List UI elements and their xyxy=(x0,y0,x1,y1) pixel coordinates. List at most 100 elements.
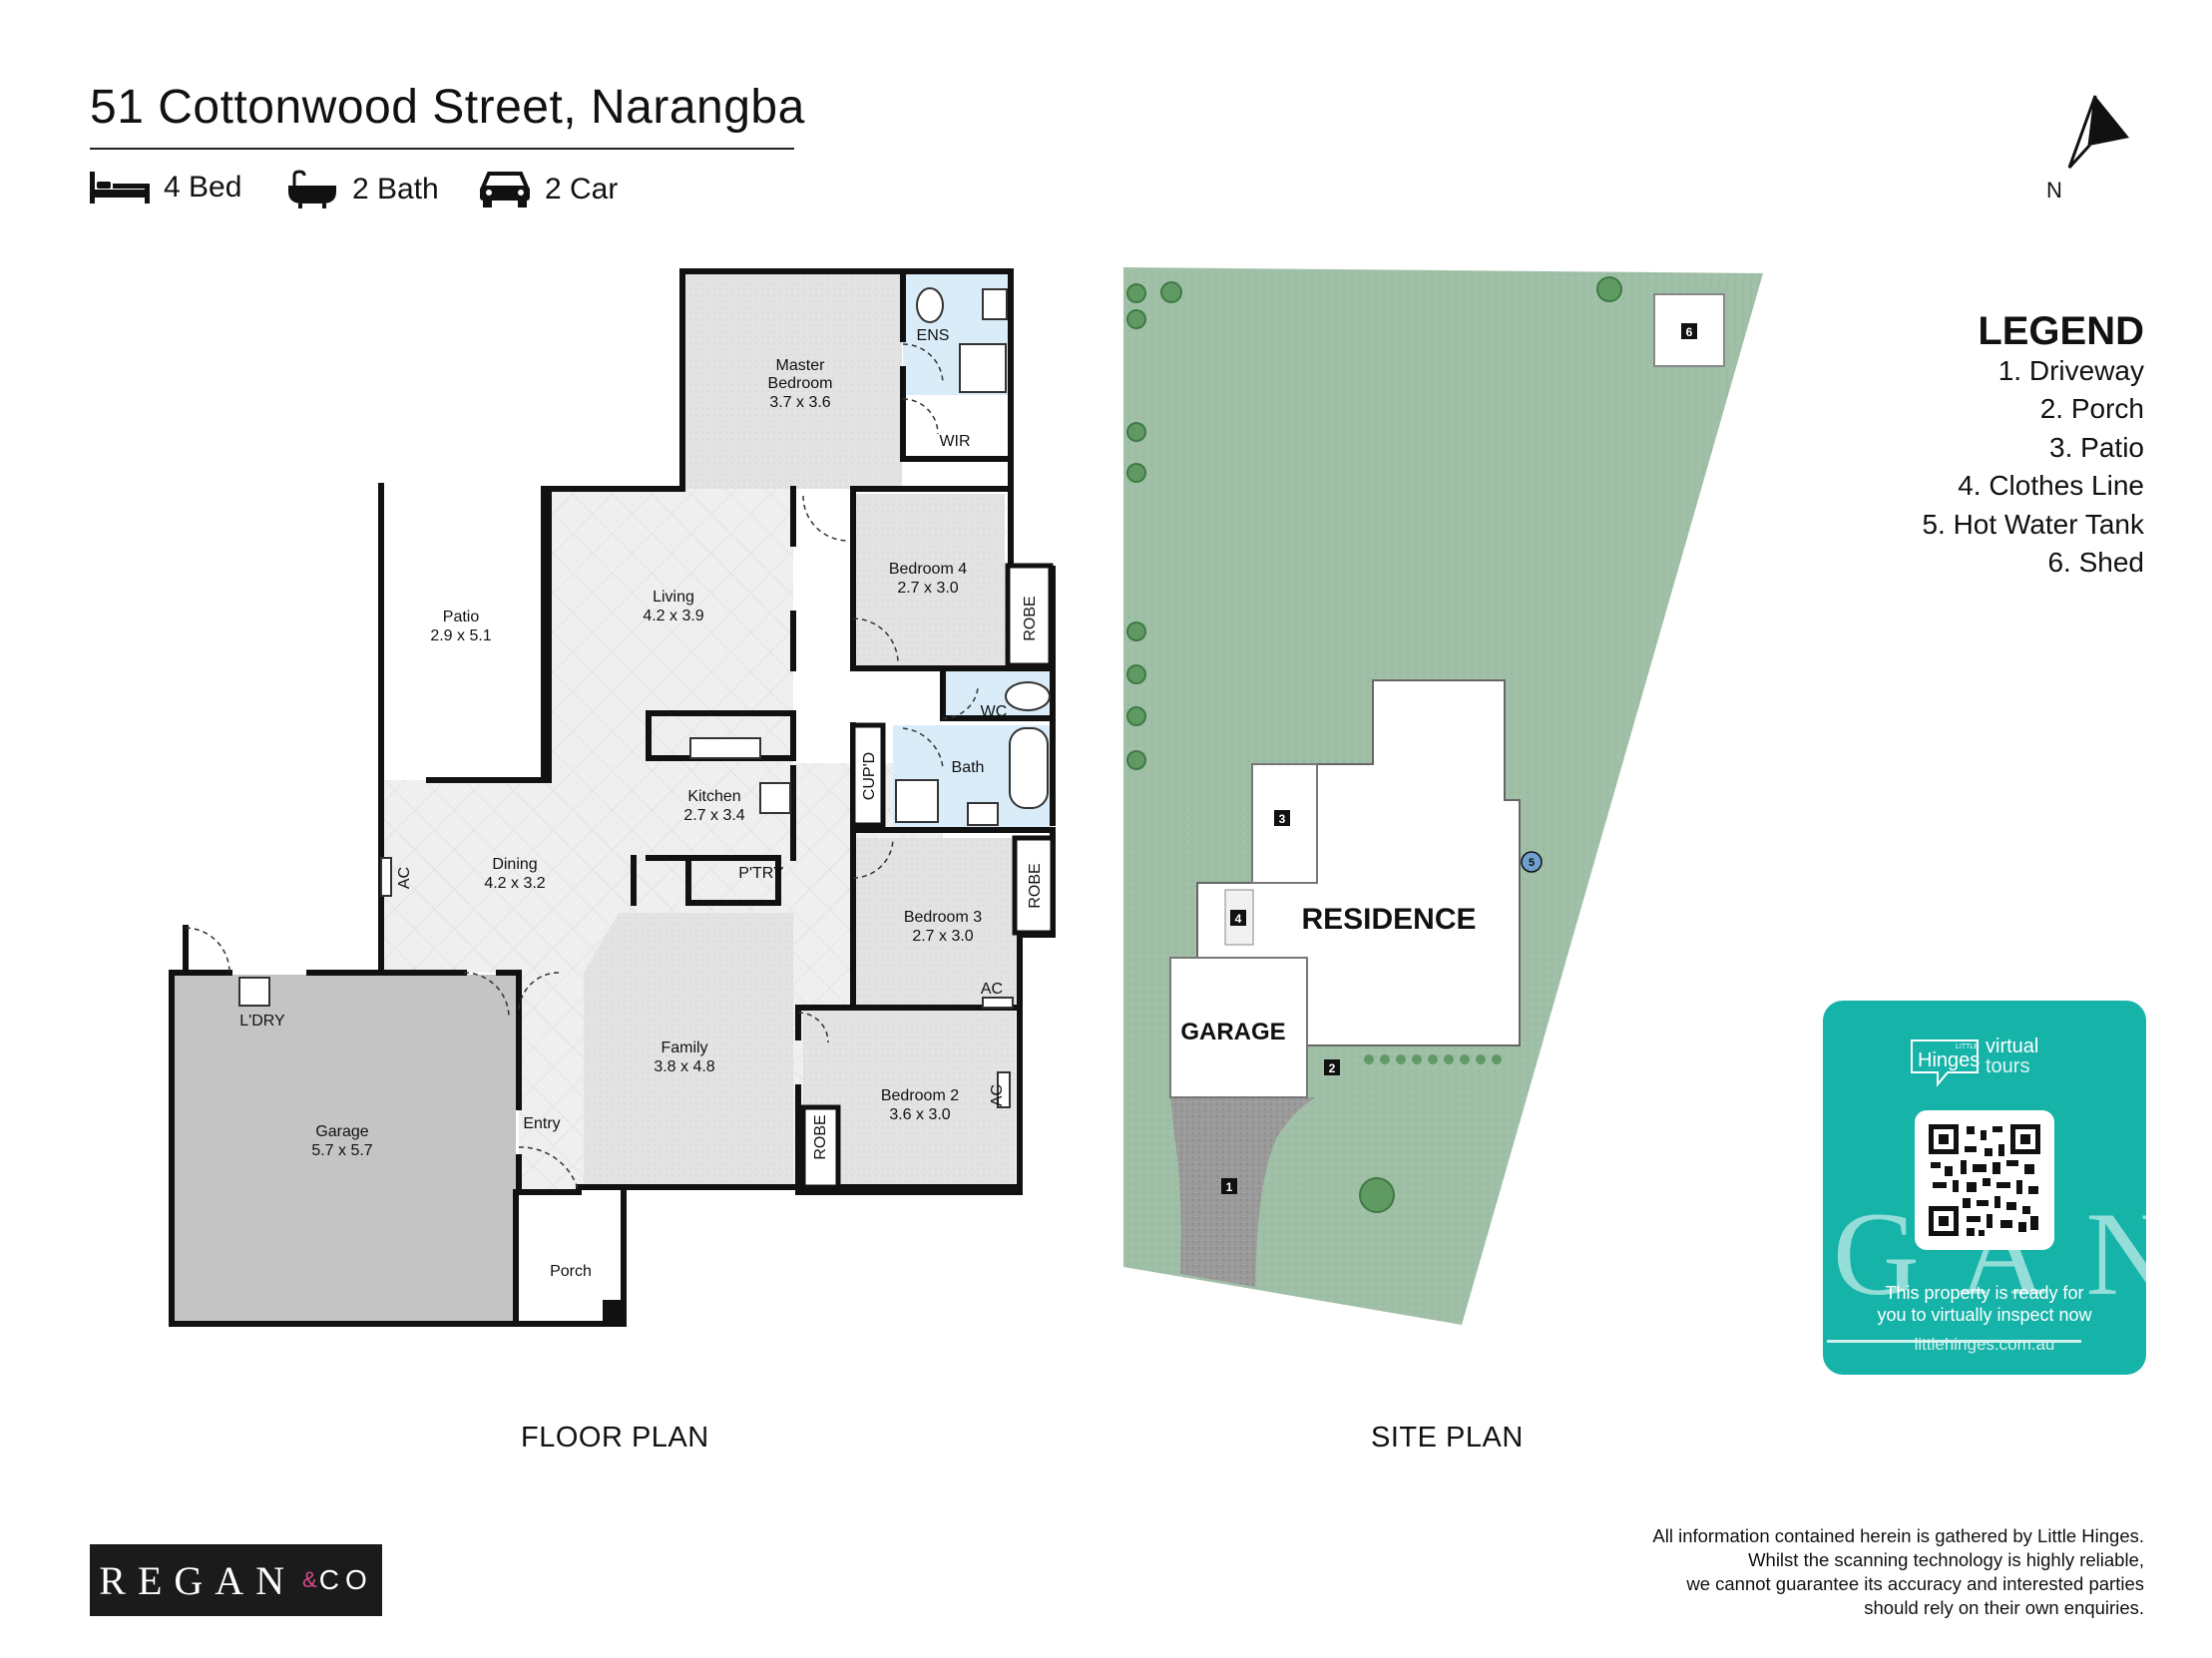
site-residence-label: RESIDENCE xyxy=(1301,903,1476,936)
site-marker-2: 2 xyxy=(1329,1061,1336,1075)
site-marker-6: 6 xyxy=(1686,325,1693,339)
virtual-tour-message: This property is ready for you to virtua… xyxy=(1823,1282,2146,1326)
site-hedge xyxy=(1364,1054,1502,1064)
site-trees xyxy=(1126,276,1622,1213)
floor-master-bedroom xyxy=(685,273,902,489)
label-master-name2: Bedroom xyxy=(768,375,833,392)
car-icon xyxy=(479,170,531,209)
label-robe-bed3: ROBE xyxy=(1027,863,1044,908)
legend-item-shed: 6. Shed xyxy=(2047,547,2144,578)
little-hinges-logo: LITTLE Hinges virtual tours xyxy=(1908,1031,2077,1090)
robe-bedroom2 xyxy=(800,1104,841,1190)
feature-car: 2 Car xyxy=(479,170,618,209)
vt-brand-small: LITTLE xyxy=(1956,1043,1979,1050)
site-marker-5: 5 xyxy=(1529,857,1535,869)
agency-ampersand: & xyxy=(302,1567,317,1592)
label-ldry: L'DRY xyxy=(239,1013,285,1030)
qr-code-icon[interactable] xyxy=(1915,1110,2054,1250)
site-marker-3: 3 xyxy=(1279,812,1286,826)
label-dining-dims: 4.2 x 3.2 xyxy=(484,875,545,892)
site-patio-outline xyxy=(1251,763,1318,884)
label-master-dims: 3.7 x 3.6 xyxy=(769,394,830,411)
north-label: N xyxy=(2046,178,2062,203)
door-swings xyxy=(185,343,979,1193)
label-cupd: CUP'D xyxy=(861,752,878,800)
site-garage-outline xyxy=(1169,957,1308,1098)
label-master-name1: Master xyxy=(776,357,826,374)
legend-item-driveway: 1. Driveway xyxy=(1997,355,2144,386)
label-bed2-dims: 3.6 x 3.0 xyxy=(889,1106,950,1123)
virtual-tour-card[interactable]: GAN LITTLE Hinges virtual tours xyxy=(1823,1001,2146,1375)
floor-bedroom-3 xyxy=(855,838,1020,1005)
legend-item-clothes-line: 4. Clothes Line xyxy=(1958,470,2144,501)
label-kitchen-name: Kitchen xyxy=(687,788,740,805)
label-bath: Bath xyxy=(952,759,985,776)
virtual-tour-url[interactable]: littlehinges.com.au xyxy=(1914,1335,2055,1354)
agency-name: REGAN xyxy=(99,1557,297,1603)
label-ac-dining: AC xyxy=(396,867,413,889)
robe-bedroom4 xyxy=(1005,563,1054,668)
disclaimer-line-3: we cannot guarantee its accuracy and int… xyxy=(1686,1573,2144,1594)
label-ptry: P'TRY xyxy=(738,865,784,882)
north-arrow-icon xyxy=(2045,90,2135,185)
label-robe-bed4: ROBE xyxy=(1022,596,1039,640)
bath-icon xyxy=(286,170,338,209)
feature-car-label: 2 Car xyxy=(545,173,619,206)
agency-logo: REGAN & CO xyxy=(90,1544,382,1616)
legend-item-hot-water-tank: 5. Hot Water Tank xyxy=(1922,509,2144,540)
floor-patio xyxy=(381,486,544,780)
fixtures xyxy=(238,287,1051,1108)
label-bed3-name: Bedroom 3 xyxy=(904,909,982,926)
vt-virtual: virtual xyxy=(1986,1036,2038,1057)
robe-bedroom3 xyxy=(1012,835,1056,936)
label-ac-bed3: AC xyxy=(981,981,1003,998)
label-entry: Entry xyxy=(523,1115,560,1132)
disclaimer-line-4: should rely on their own enquiries. xyxy=(1864,1597,2144,1618)
label-bed2-name: Bedroom 2 xyxy=(881,1087,959,1104)
site-shed xyxy=(1653,293,1725,367)
floor-family xyxy=(584,913,793,1187)
label-garage-dims: 5.7 x 5.7 xyxy=(311,1142,372,1159)
label-bed3-dims: 2.7 x 3.0 xyxy=(912,928,973,945)
label-wir: WIR xyxy=(939,433,970,450)
label-living-name: Living xyxy=(653,589,694,606)
label-kitchen-dims: 2.7 x 3.4 xyxy=(683,807,744,824)
site-driveway xyxy=(1170,1097,1315,1287)
legend-item-patio: 3. Patio xyxy=(2049,432,2144,463)
label-ens: ENS xyxy=(917,327,950,344)
site-garage-label: GARAGE xyxy=(1180,1019,1285,1045)
disclaimer: All information contained herein is gath… xyxy=(1426,1524,2144,1620)
label-wc: WC xyxy=(981,703,1008,720)
property-address-title: 51 Cottonwood Street, Narangba xyxy=(90,81,805,134)
bed-icon xyxy=(90,170,150,206)
floor-garage xyxy=(172,975,516,1322)
title-underline xyxy=(90,148,794,150)
feature-bed: 4 Bed xyxy=(90,170,241,206)
vt-text-line1: This property is ready for xyxy=(1885,1283,2084,1303)
disclaimer-line-1: All information contained herein is gath… xyxy=(1652,1525,2144,1546)
legend-title: LEGEND xyxy=(1978,309,2144,353)
label-bed4-dims: 2.7 x 3.0 xyxy=(897,580,958,597)
site-marker-1: 1 xyxy=(1226,1180,1233,1194)
floor-plan: Master Bedroom 3.7 x 3.6 ENS WIR Bedroom… xyxy=(169,268,1056,1327)
disclaimer-line-2: Whilst the scanning technology is highly… xyxy=(1748,1549,2144,1570)
vt-text-line2: you to virtually inspect now xyxy=(1877,1305,2092,1325)
feature-bath: 2 Bath xyxy=(286,170,439,209)
label-family-dims: 3.8 x 4.8 xyxy=(654,1058,714,1075)
label-bed4-name: Bedroom 4 xyxy=(889,561,967,578)
vt-tours: tours xyxy=(1986,1055,2029,1077)
agency-suffix: CO xyxy=(318,1564,373,1595)
label-robe-bed2: ROBE xyxy=(812,1114,829,1159)
site-plan: 1 2 3 4 5 6 RESIDENCE GARAGE xyxy=(1123,267,1763,1325)
label-living-dims: 4.2 x 3.9 xyxy=(643,608,703,624)
floor-plan-caption: FLOOR PLAN xyxy=(521,1422,709,1453)
feature-bed-label: 4 Bed xyxy=(164,171,242,204)
floor-bedroom-4 xyxy=(855,494,1005,665)
vt-brand: Hinges xyxy=(1918,1049,1980,1071)
cupboard xyxy=(850,722,886,828)
site-plan-caption: SITE PLAN xyxy=(1371,1422,1524,1453)
site-marker-4: 4 xyxy=(1235,912,1242,926)
label-garage-name: Garage xyxy=(315,1123,368,1140)
card-divider xyxy=(1827,1340,2081,1343)
